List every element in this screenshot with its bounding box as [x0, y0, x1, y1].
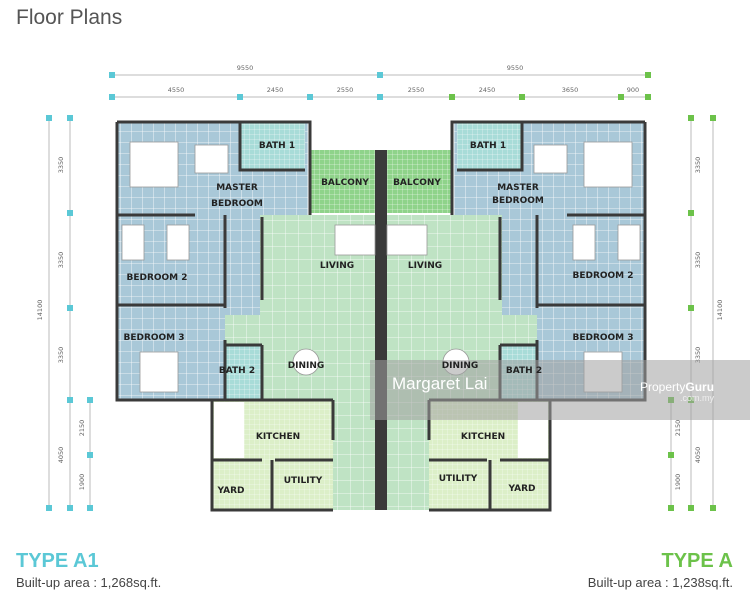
- dim-side-seg: 3350: [694, 252, 702, 269]
- room-label-yard: YARD: [507, 484, 535, 494]
- room-label-bedroom2: BEDROOM 2: [572, 271, 633, 281]
- dimension-tick-marker: [668, 505, 674, 511]
- dimension-tick-marker: [67, 210, 73, 216]
- dim-side-seg: 3350: [57, 157, 65, 174]
- watermark: Margaret Lai PropertyGuru .com.my: [370, 360, 750, 420]
- dimension-tick-marker: [618, 94, 624, 100]
- dim-top-seg: 3650: [562, 86, 579, 94]
- page-title: Floor Plans: [16, 6, 123, 29]
- room-label-master: MASTER: [216, 183, 258, 193]
- dimension-tick-marker: [87, 397, 93, 403]
- unit-type-a1-area: Built-up area : 1,268sq.ft.: [16, 575, 162, 590]
- dimension-tick-marker: [519, 94, 525, 100]
- room-label-kitchen: KITCHEN: [461, 432, 505, 442]
- room-label-bath1: BATH 1: [470, 141, 506, 151]
- unit-type-a1-title: TYPE A1: [16, 550, 99, 572]
- dimension-tick-marker: [688, 210, 694, 216]
- room-label-bedroom3: BEDROOM 3: [123, 333, 184, 343]
- room-label-master-2: BEDROOM: [211, 199, 263, 209]
- dim-side-seg: 3350: [694, 157, 702, 174]
- dimension-tick-marker: [67, 505, 73, 511]
- watermark-agent-name: Margaret Lai: [392, 374, 488, 393]
- dim-top-seg: 2550: [337, 86, 354, 94]
- dimension-tick-marker: [377, 72, 383, 78]
- dimension-tick-marker: [87, 505, 93, 511]
- room-label-bath1: BATH 1: [259, 141, 295, 151]
- propertyguru-logo: PropertyGuru: [640, 380, 715, 394]
- dimension-tick-marker: [237, 94, 243, 100]
- dim-top-total-right: 9550: [507, 64, 524, 72]
- dimension-tick-marker: [710, 115, 716, 121]
- room-label-balcony: BALCONY: [321, 178, 369, 188]
- room-label-bath2: BATH 2: [219, 366, 255, 376]
- dim-top-seg: 4550: [168, 86, 185, 94]
- dim-side-total-left: 14100: [36, 300, 44, 321]
- dimension-tick-marker: [87, 452, 93, 458]
- dimension-tick-marker: [668, 452, 674, 458]
- dim-side-seg: 3350: [57, 252, 65, 269]
- room-label-balcony: BALCONY: [393, 178, 441, 188]
- dim-top-total-left: 9550: [237, 64, 254, 72]
- dimension-tick-marker: [109, 94, 115, 100]
- dim-top-seg: 900: [627, 86, 639, 94]
- dim-top-seg: 2450: [267, 86, 284, 94]
- room-label-bedroom3: BEDROOM 3: [572, 333, 633, 343]
- dimension-tick-marker: [688, 505, 694, 511]
- dimension-tick-marker: [109, 72, 115, 78]
- room-label-living: LIVING: [320, 261, 354, 271]
- dim-side-small: 2150: [674, 420, 682, 437]
- dim-side-small: 2150: [78, 420, 86, 437]
- dim-side-small: 1900: [674, 474, 682, 491]
- dimension-tick-marker: [449, 94, 455, 100]
- dimension-tick-marker: [307, 94, 313, 100]
- room-label-kitchen: KITCHEN: [256, 432, 300, 442]
- dimension-tick-marker: [46, 115, 52, 121]
- dim-side-seg: 3350: [57, 347, 65, 364]
- room-label-yard: YARD: [216, 486, 244, 496]
- propertyguru-domain: .com.my: [680, 393, 715, 403]
- unit-type-a-title: TYPE A: [661, 550, 734, 572]
- dim-side-small: 1900: [78, 474, 86, 491]
- dimension-tick-marker: [645, 94, 651, 100]
- dim-side-seg: 4050: [57, 447, 65, 464]
- dimension-tick-marker: [46, 505, 52, 511]
- dimension-tick-marker: [710, 505, 716, 511]
- dimension-tick-marker: [688, 115, 694, 121]
- room-label-master: MASTER: [497, 183, 539, 193]
- room-label-master-2: BEDROOM: [492, 196, 544, 206]
- dim-side-seg: 3350: [694, 347, 702, 364]
- dimension-tick-marker: [645, 72, 651, 78]
- dimension-tick-marker: [688, 305, 694, 311]
- room-label-utility: UTILITY: [284, 476, 323, 486]
- room-label-dining: DINING: [288, 361, 325, 371]
- dimension-tick-marker: [67, 305, 73, 311]
- dim-side-seg: 4050: [694, 447, 702, 464]
- room-label-utility: UTILITY: [439, 474, 478, 484]
- dimension-tick-marker: [67, 115, 73, 121]
- room-label-bedroom2: BEDROOM 2: [126, 273, 187, 283]
- dimension-tick-marker: [67, 397, 73, 403]
- dimension-ticks: [46, 72, 716, 511]
- dim-top-seg: 2450: [479, 86, 496, 94]
- dim-top-seg: 2550: [408, 86, 425, 94]
- room-label-living: LIVING: [408, 261, 442, 271]
- unit-type-a-area: Built-up area : 1,238sq.ft.: [587, 575, 733, 590]
- dim-side-total-right: 14100: [716, 300, 724, 321]
- dimension-tick-marker: [377, 94, 383, 100]
